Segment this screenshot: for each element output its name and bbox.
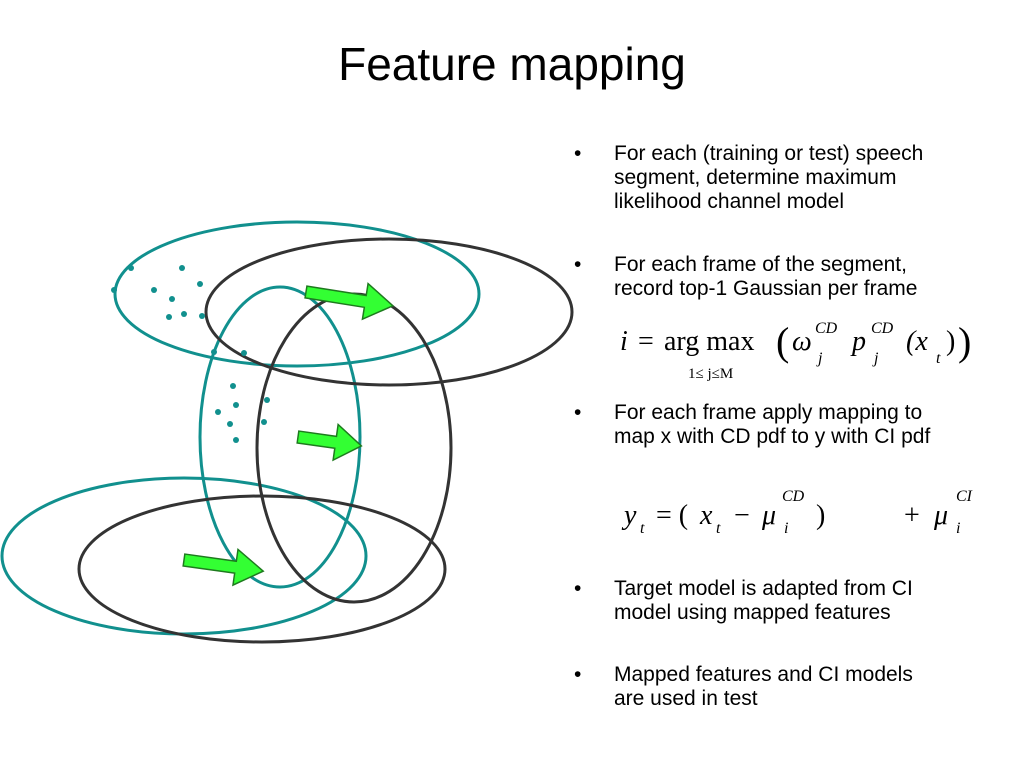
eq-superscript: CD xyxy=(815,320,838,337)
eq-subscript: i xyxy=(956,520,961,537)
cd-ellipse-top xyxy=(204,237,574,387)
eq-subscript: i xyxy=(784,520,789,537)
eq-subscript: j xyxy=(874,350,879,367)
bullet-marker: • xyxy=(574,142,582,165)
eq-superscript: CI xyxy=(956,488,972,505)
eq-symbol: p xyxy=(852,326,866,357)
eq-symbol: ) xyxy=(816,500,826,531)
bullet-line: Mapped features and CI models xyxy=(614,663,913,686)
eq-symbol: y xyxy=(624,500,637,531)
eq-symbol: − xyxy=(734,500,750,531)
bullet-text: For each (training or test) speech segme… xyxy=(614,142,1014,214)
arrow-icon xyxy=(182,547,265,587)
feature-points-top xyxy=(111,265,205,320)
bullet-line: map x with CD pdf to y with CI pdf xyxy=(614,425,931,448)
bullet-line: For each (training or test) speech xyxy=(614,142,924,165)
eq-symbol: x xyxy=(700,500,713,531)
feature-points-middle xyxy=(211,349,270,443)
bullet-line: likelihood channel model xyxy=(614,190,844,213)
bullet-marker: • xyxy=(574,663,582,686)
arrow-icon xyxy=(296,422,363,462)
eq-symbol: ( xyxy=(776,319,790,364)
bullet-line: segment, determine maximum xyxy=(614,166,897,189)
bullet-text: Target model is adapted from CI model us… xyxy=(614,577,1014,625)
eq-subscript: t xyxy=(640,520,645,537)
eq-symbol: ) xyxy=(958,319,972,364)
eq-symbol: = ( xyxy=(656,500,689,531)
bullet-line: are used in test xyxy=(614,687,758,710)
eq-superscript: CD xyxy=(782,488,805,505)
eq-subscript: t xyxy=(936,350,941,367)
eq-symbol: ω xyxy=(792,326,812,357)
eq-symbol: ) xyxy=(946,326,956,357)
eq-operator: arg max xyxy=(664,326,755,357)
bullet-text: For each frame apply mapping to map x wi… xyxy=(614,401,1014,449)
ci-ellipse-middle xyxy=(198,285,362,589)
eq-subscript: t xyxy=(716,520,721,537)
eq-symbol: = xyxy=(638,326,654,357)
slide-title: Feature mapping xyxy=(338,38,686,90)
eq-symbol: μ xyxy=(934,500,949,531)
eq-superscript: CD xyxy=(871,320,894,337)
bullet-text: Mapped features and CI models are used i… xyxy=(614,663,1014,711)
bullet-line: model using mapped features xyxy=(614,601,891,624)
eq-subscript: j xyxy=(818,350,823,367)
ci-ellipse-top xyxy=(113,220,481,368)
cd-ellipse-bottom xyxy=(77,494,447,644)
eq-symbol: (x xyxy=(906,326,928,357)
bullet-line: For each frame of the segment, xyxy=(614,253,907,276)
eq-limits: 1≤ j≤M xyxy=(688,366,734,382)
bullet-line: Target model is adapted from CI xyxy=(614,577,913,600)
bullet-line: For each frame apply mapping to xyxy=(614,401,923,424)
bullet-marker: • xyxy=(574,401,582,424)
bullet-line: record top-1 Gaussian per frame xyxy=(614,277,918,300)
eq-symbol: μ xyxy=(762,500,777,531)
eq-symbol: + xyxy=(904,500,920,531)
bullet-marker: • xyxy=(574,577,582,600)
bullet-text: For each frame of the segment, record to… xyxy=(614,253,1014,301)
bullet-marker: • xyxy=(574,253,582,276)
arrow-icon xyxy=(304,282,395,321)
eq-symbol: i xyxy=(620,326,628,357)
